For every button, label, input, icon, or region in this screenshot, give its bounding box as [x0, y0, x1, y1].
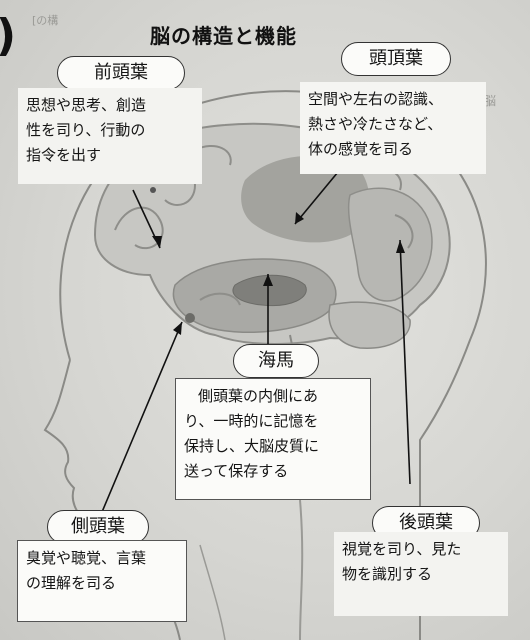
parietal-lobe-label: 頭頂葉 [341, 42, 451, 76]
parietal-pointer [294, 171, 339, 225]
parietal-lobe-description: 空間や左右の認識、 熱さや冷たさなど、 体の感覚を司る [300, 82, 486, 174]
temporal-arrowhead [173, 322, 182, 335]
desc-line: 保持し、大脳皮質に [184, 437, 320, 455]
ink-speck [185, 313, 195, 323]
page-title: 脳の構造と機能 [150, 24, 297, 48]
frontal-lobe-description: 思想や思考、創造 性を司り、行動の 指令を出す [18, 88, 202, 184]
desc-line: 性を司り、行動の [26, 121, 146, 139]
desc-line: 側頭葉の内側にあ [198, 387, 319, 405]
hippocampus-region [232, 274, 307, 307]
temporal-pointer [101, 321, 183, 513]
desc-line: 体の感覚を司る [308, 140, 414, 158]
desc-line: 熱さや冷たさなど、 [308, 115, 443, 133]
desc-line: り、一時的に記憶を [184, 412, 319, 430]
paren-mark: ) [0, 14, 16, 58]
desc-line: 物を識別する [342, 565, 433, 583]
occipital-arrowhead [396, 240, 405, 253]
hippocampus-description: 側頭葉の内側にあ り、一時的に記憶を 保持し、大脳皮質に 送って保存する [175, 378, 371, 500]
ink-speck [150, 187, 156, 193]
desc-line: 指令を出す [26, 146, 102, 164]
occipital-lobe-description: 視覚を司り、見た 物を識別する [334, 532, 508, 616]
desc-line: 思想や思考、創造 [26, 96, 147, 114]
parietal-region [241, 156, 370, 243]
desc-line: 空間や左右の認識、 [308, 90, 444, 108]
occipital-pointer [399, 239, 411, 485]
desc-line: の理解を司る [26, 574, 117, 592]
side-fragment: 脳 [484, 94, 497, 108]
neck-line [199, 544, 226, 640]
hippocampus-label: 海馬 [233, 344, 319, 378]
temporal-lobe-description: 臭覚や聴覚、言葉 の理解を司る [17, 540, 187, 622]
header-fragment: [の構 [32, 14, 59, 27]
temporal-lobe-label: 側頭葉 [47, 510, 149, 544]
arrowheads [152, 212, 405, 335]
frontal-arrowhead [152, 236, 162, 248]
desc-line: 臭覚や聴覚、言葉 [26, 549, 147, 567]
hippocampus-arrowhead [263, 274, 273, 286]
parietal-arrowhead [295, 212, 304, 224]
cerebellum [328, 301, 411, 349]
desc-line: 送って保存する [184, 462, 289, 480]
desc-line: 視覚を司り、見た [342, 540, 462, 558]
neck-line [299, 499, 304, 640]
frontal-lobe-label: 前頭葉 [57, 56, 185, 90]
